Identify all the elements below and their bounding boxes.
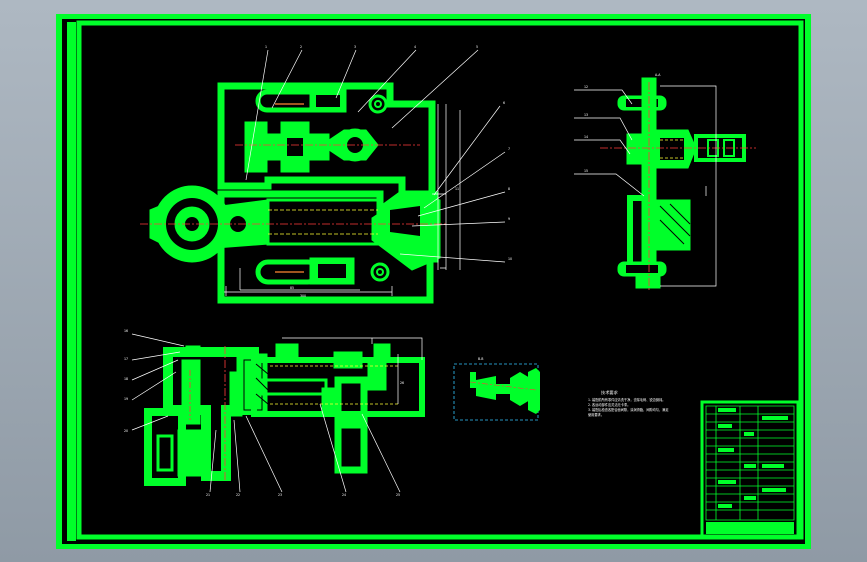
callout-23: 23 <box>278 493 282 497</box>
callout-5: 5 <box>476 45 478 49</box>
main-view-aux-lines <box>140 103 446 273</box>
detail-view: B-B <box>453 357 540 421</box>
callout-19: 19 <box>124 397 128 401</box>
callout-17: 17 <box>124 357 128 361</box>
bottom-view <box>144 343 425 486</box>
callout-22: 22 <box>236 493 240 497</box>
callout-7: 7 <box>508 147 510 151</box>
callout-6: 6 <box>503 101 505 105</box>
callout-1: 1 <box>265 45 267 49</box>
callout-11: 11 <box>455 187 459 191</box>
callout-10: 10 <box>508 257 512 261</box>
section-label-b: B-B <box>478 357 483 361</box>
callout-12: 12 <box>584 85 588 89</box>
technical-notes: 技术要求 1. 装配前所有零件应清洗干净，去除毛刺、锐边倒钝。 2. 各运动部件… <box>588 389 669 417</box>
notes-line-4: 使用要求。 <box>588 412 604 417</box>
callout-13: 13 <box>584 113 588 117</box>
callout-21: 21 <box>206 493 210 497</box>
callout-14: 14 <box>584 135 588 139</box>
title-block <box>700 400 800 538</box>
callout-2: 2 <box>300 45 302 49</box>
callout-8: 8 <box>508 187 510 191</box>
bottom-view-aux <box>131 333 423 493</box>
dim-85: 85 <box>290 286 294 290</box>
side-view-labels: A-A 12 13 14 15 <box>584 73 661 173</box>
callout-26: 26 <box>400 381 404 385</box>
callout-24: 24 <box>342 493 346 497</box>
callout-9: 9 <box>508 217 510 221</box>
callout-16: 16 <box>124 329 128 333</box>
notes-line-2: 2. 各运动部件应灵活无卡滞。 <box>588 402 630 407</box>
callout-18: 18 <box>124 377 128 381</box>
main-view <box>149 82 441 304</box>
notes-line-1: 1. 装配前所有零件应清洗干净，去除毛刺、锐边倒钝。 <box>588 397 665 402</box>
inner-frame <box>76 20 804 540</box>
bottom-view-labels: 16 17 18 19 20 21 22 23 24 25 26 <box>124 329 404 497</box>
notes-title: 技术要求 <box>601 389 619 396</box>
callout-4: 4 <box>414 45 416 49</box>
section-label-a: A-A <box>655 73 661 77</box>
callout-25: 25 <box>396 493 400 497</box>
side-view-aux <box>574 82 756 292</box>
notes-line-3: 3. 装配后检查各配合面间隙，涂润滑脂，间隙均匀，满足 <box>588 407 669 412</box>
main-view-callout-labels: 1 2 3 4 5 6 7 8 9 10 11 300 85 <box>265 45 512 298</box>
callout-15: 15 <box>584 169 588 173</box>
callout-20: 20 <box>124 429 128 433</box>
main-view-leaders <box>224 49 506 296</box>
dim-300: 300 <box>300 294 306 298</box>
binding-margin <box>67 22 76 541</box>
callout-3: 3 <box>354 45 356 49</box>
